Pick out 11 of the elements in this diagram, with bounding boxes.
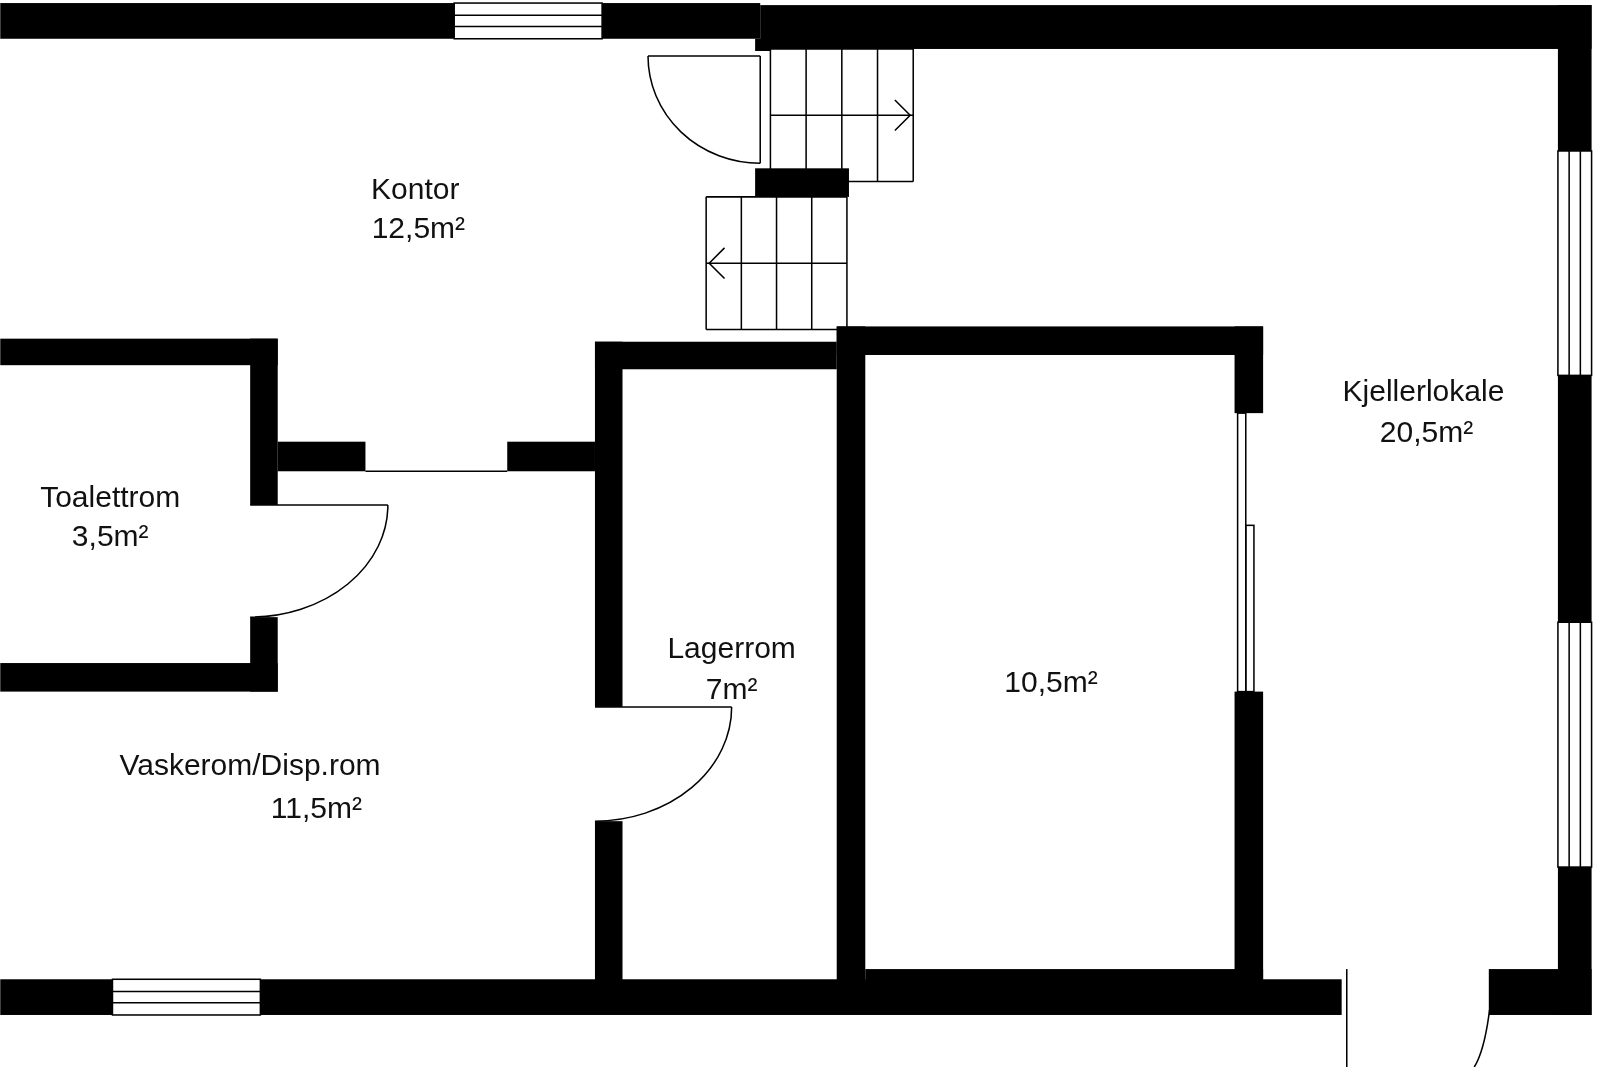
room-area: 11,5m² <box>270 791 362 826</box>
room-name: Toalettrom <box>40 479 181 514</box>
room-name: Lagerrom <box>667 630 796 665</box>
room-area: 12,5m² <box>371 210 466 245</box>
room-name: Vaskerom/Disp.rom <box>119 748 381 783</box>
room-area: 7m² <box>705 671 758 706</box>
room-name: Kjellerlokale <box>1342 373 1505 408</box>
room-area: 3,5m² <box>71 518 149 553</box>
room-name: Kontor <box>371 171 460 206</box>
room-area: 10,5m² <box>1004 664 1098 699</box>
room-area: 20,5m² <box>1379 414 1474 449</box>
